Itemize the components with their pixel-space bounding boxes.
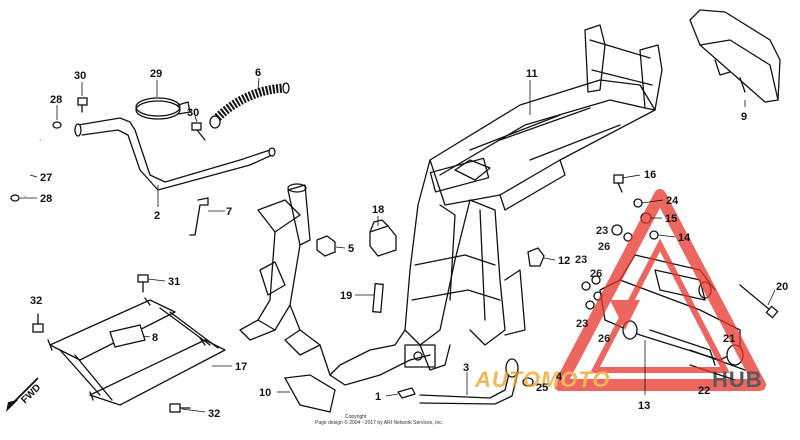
callout-17: 17 <box>235 361 247 373</box>
callout-13: 13 <box>638 400 650 412</box>
bushing-23-lower <box>585 300 595 310</box>
clamp-18 <box>369 219 397 257</box>
callout-5: 5 <box>348 243 354 255</box>
callout-4: 4 <box>556 371 563 383</box>
cover-9 <box>689 9 781 103</box>
clip-1 <box>397 387 416 399</box>
hose-6 <box>211 83 286 124</box>
callout-20: 20 <box>776 281 788 293</box>
band-29 <box>135 97 191 120</box>
clip-7 <box>189 197 209 236</box>
bushing-26-mid <box>591 275 601 285</box>
callout-31: 31 <box>168 276 180 288</box>
collar-4 <box>505 358 519 378</box>
main-frame <box>329 24 663 386</box>
pad-8 <box>109 324 146 348</box>
callout-8: 8 <box>152 332 158 344</box>
callout-23-lower: 23 <box>576 318 588 330</box>
clip-28-bottom <box>10 194 20 202</box>
bolt-30-left <box>77 97 88 113</box>
bolt-20 <box>739 284 779 319</box>
nut-5 <box>316 235 336 257</box>
callout-10: 10 <box>259 387 271 399</box>
callout-32-right: 32 <box>208 408 220 420</box>
callout-19: 19 <box>340 290 352 302</box>
bolt-30-right <box>191 122 206 141</box>
callout-24: 24 <box>666 195 679 207</box>
callout-28-bottom: 28 <box>40 193 52 205</box>
callout-9: 9 <box>741 111 747 123</box>
pipe-3 <box>419 369 511 399</box>
bolt-31 <box>137 274 149 293</box>
callout-28-top: 28 <box>50 94 62 106</box>
callout-21: 21 <box>723 333 735 345</box>
nut-14 <box>649 230 659 240</box>
callout-30-left: 30 <box>74 70 86 82</box>
callout-3: 3 <box>463 362 469 374</box>
floor-frame-17 <box>47 297 226 406</box>
callout-12: 12 <box>558 255 570 267</box>
bracket-10 <box>283 374 336 413</box>
callout-27: 27 <box>40 172 52 184</box>
fwd-label: FWD <box>19 382 43 406</box>
copyright-text: Copyright Page design © 2004 - 2017 by A… <box>315 414 443 426</box>
callout-26-mid: 26 <box>590 268 602 280</box>
copyright-line-2: Page design © 2004 - 2017 by ARI Network… <box>315 419 443 426</box>
copyright-line-1: Copyright <box>345 414 367 420</box>
callout-6: 6 <box>255 67 261 79</box>
callout-32-left: 32 <box>30 295 42 307</box>
callout-15: 15 <box>665 213 677 225</box>
svg-text:AUTOMOTO: AUTOMOTO <box>474 367 611 392</box>
washer-24 <box>633 198 643 208</box>
bolt-16 <box>613 174 624 193</box>
pipe-2 <box>74 117 276 191</box>
hose-27-inner <box>19 138 41 197</box>
fwd-arrow: FWD <box>6 377 43 412</box>
bushing-23-mid <box>581 281 591 291</box>
callout-numbers: 30 29 30 6 28 27 28 2 7 31 32 8 17 32 11… <box>30 67 788 420</box>
callout-25: 25 <box>536 382 548 394</box>
clip-28-top <box>52 121 62 129</box>
nut-12 <box>527 247 545 267</box>
callout-26-lower: 26 <box>598 333 610 345</box>
bushing-23-upper <box>611 224 623 236</box>
callout-29: 29 <box>150 68 162 80</box>
callout-16: 16 <box>644 169 656 181</box>
bolt-32-left <box>32 313 44 333</box>
front-frame <box>239 183 331 376</box>
callout-23-upper: 23 <box>596 225 608 237</box>
callout-26-upper: 26 <box>598 241 610 253</box>
svg-text:HUB: HUB <box>712 367 763 392</box>
callout-14: 14 <box>678 232 691 244</box>
rubber-19 <box>372 283 384 313</box>
callout-23-mid: 23 <box>575 254 587 266</box>
callout-22: 22 <box>698 385 710 397</box>
callout-2: 2 <box>154 210 160 222</box>
washer-25 <box>522 377 534 387</box>
callout-30-right: 30 <box>187 107 199 119</box>
callout-7: 7 <box>226 206 232 218</box>
leader-lines <box>20 77 776 413</box>
callout-18: 18 <box>372 204 384 216</box>
automotohub-watermark: AUTOMOTO HUB <box>474 189 766 392</box>
bolt-32-right <box>169 403 191 413</box>
callout-1: 1 <box>375 391 381 403</box>
callout-11: 11 <box>526 68 538 80</box>
